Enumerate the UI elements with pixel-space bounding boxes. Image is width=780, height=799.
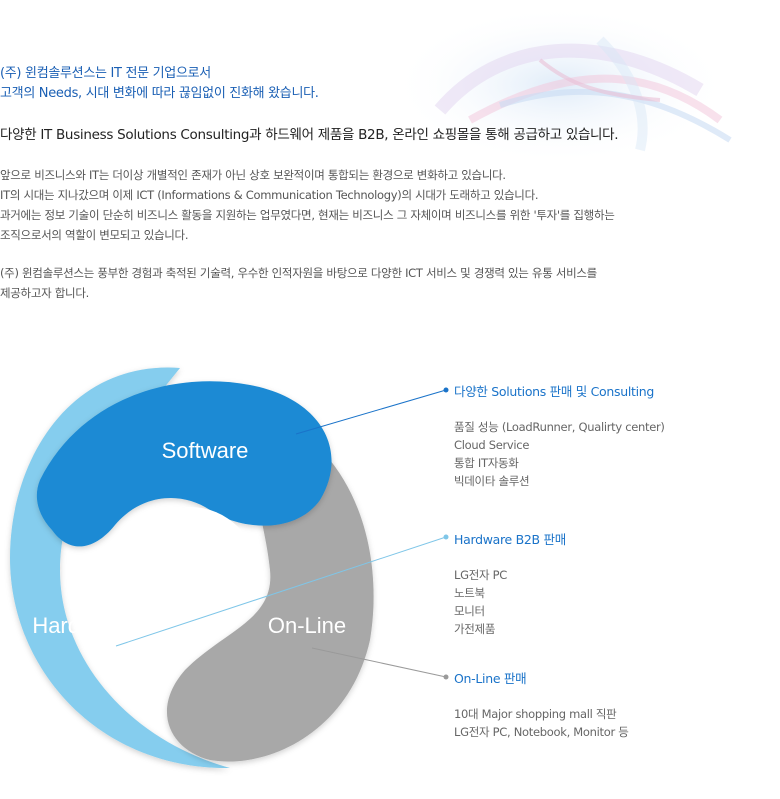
segment-software-label: Software xyxy=(162,438,249,463)
list-item: 노트북 xyxy=(454,586,485,600)
leader-dot-hardware xyxy=(443,534,449,540)
info-online-title: On-Line 판매 xyxy=(454,671,527,686)
list-item: 통합 IT자동화 xyxy=(454,456,519,470)
paragraph2-line-2: 제공하고자 합니다. xyxy=(0,286,89,300)
diagram-center xyxy=(122,507,258,643)
info-hardware-title: Hardware B2B 판매 xyxy=(454,532,566,547)
intro-line-2: 고객의 Needs, 시대 변화에 따라 끊임없이 진화해 왔습니다. xyxy=(0,86,319,101)
segment-online xyxy=(166,460,374,762)
paragraph2-line-1: (주) 윈컴솔루션스는 풍부한 경험과 축적된 기술력, 우수한 인적자원을 바… xyxy=(0,266,597,280)
paragraph1-line-1: 앞으로 비즈니스와 IT는 더이상 개별적인 존재가 아닌 상호 보완적이며 통… xyxy=(0,168,506,182)
leader-line-online xyxy=(311,647,447,678)
intro-line-1: (주) 윈컴솔루션스는 IT 전문 기업으로서 xyxy=(0,66,211,81)
info-hardware: Hardware B2B 판매 LG전자 PC 노트북 모니터 가전제품 xyxy=(454,529,566,638)
intro-text: (주) 윈컴솔루션스는 IT 전문 기업으로서 고객의 Needs, 시대 변화… xyxy=(0,64,760,303)
segment-hardware-label: Hardware xyxy=(32,613,127,638)
list-item: 모니터 xyxy=(454,604,485,618)
list-item: LG전자 PC, Notebook, Monitor 등 xyxy=(454,725,629,739)
info-solutions: 다양한 Solutions 판매 및 Consulting 품질 성능 (Loa… xyxy=(454,381,665,490)
segment-software xyxy=(36,381,332,547)
list-item: LG전자 PC xyxy=(454,568,507,582)
leader-line-hardware xyxy=(115,536,447,647)
list-item: 품질 성능 (LoadRunner, Qualirty center) xyxy=(454,420,665,434)
list-item: 가전제품 xyxy=(454,622,496,636)
info-online: On-Line 판매 10대 Major shopping mall 직판 LG… xyxy=(454,668,629,741)
leader-dot-online xyxy=(443,674,449,680)
service-cycle-diagram: Software Hardware On-Line xyxy=(10,367,449,769)
list-item: Cloud Service xyxy=(454,438,530,452)
paragraph1-line-4: 조직으로서의 역할이 변모되고 있습니다. xyxy=(0,228,189,242)
segment-online-label: On-Line xyxy=(268,613,346,638)
paragraph1-line-2: IT의 시대는 지나갔으며 이제 ICT (Informations & Com… xyxy=(0,188,539,202)
leader-line-software xyxy=(295,389,447,435)
info-solutions-title: 다양한 Solutions 판매 및 Consulting xyxy=(454,384,655,399)
leader-dot-software xyxy=(443,387,449,393)
list-item: 빅데이타 솔루션 xyxy=(454,474,530,488)
list-item: 10대 Major shopping mall 직판 xyxy=(454,707,617,721)
intro-heading: 다양한 IT Business Solutions Consulting과 하드… xyxy=(0,127,619,143)
paragraph1-line-3: 과거에는 정보 기술이 단순히 비즈니스 활동을 지원하는 업무였다면, 현재는… xyxy=(0,208,615,222)
